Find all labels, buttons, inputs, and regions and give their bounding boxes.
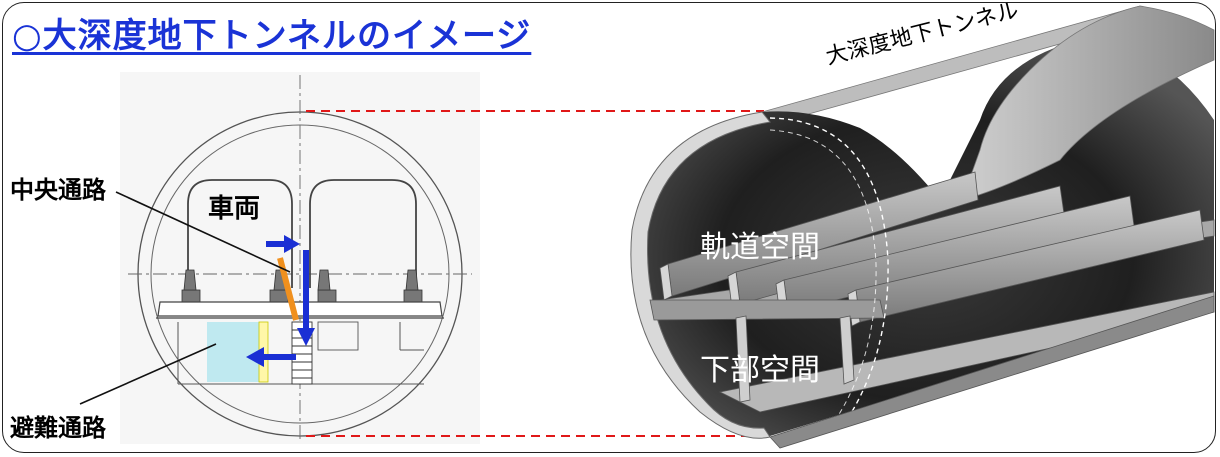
tunnel-shell-side [961, 5, 1215, 201]
track-bogies [181, 269, 423, 303]
leader-center-passage [115, 191, 291, 273]
label-evacuation-passage: 避難通路 [10, 414, 106, 442]
vehicle-left-outline [187, 179, 293, 288]
label-center-passage: 中央通路 [10, 176, 106, 204]
page-title: ○大深度地下トンネルのイメージ [12, 16, 532, 56]
evacuation-zone [207, 322, 259, 382]
leader-evacuation [79, 343, 217, 405]
track-slab [157, 301, 443, 317]
track-ribs [659, 171, 1205, 327]
label-lower-space: 下部空間 [700, 353, 820, 388]
lower-walls [735, 315, 855, 403]
label-vehicle: 車両 [208, 194, 261, 224]
vehicle-right-outline [309, 179, 417, 288]
ring-highlight [769, 117, 889, 431]
evacuation-arrows [246, 235, 315, 367]
label-track-space: 軌道空間 [700, 230, 820, 265]
tunnel-shell-bottom [769, 295, 1215, 449]
